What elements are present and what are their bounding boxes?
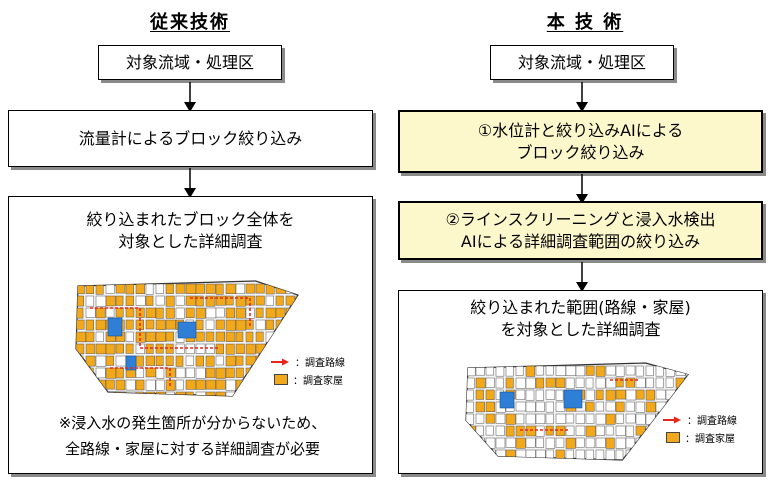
left-step1-text: 流量計によるブロック絞り込み [78, 128, 303, 148]
right-step2-line1: ②ラインスクリーニングと浸入水検出 [445, 209, 716, 229]
right-step1-line2: ブロック絞り込み [516, 142, 645, 162]
left-legend-route-label: ：調査路線 [295, 358, 345, 369]
left-detail-line2: 対象とした詳細調査 [118, 232, 263, 251]
left-legend-house: ：調査家屋 [274, 372, 343, 387]
down-arrow-icon [576, 262, 588, 292]
left-note-line2: 全路線・家屋に対する詳細調査が必要 [64, 440, 320, 458]
down-arrow-icon [184, 168, 196, 198]
left-detail-line1: 絞り込まれたブロック全体を [86, 210, 295, 229]
right-legend-house-label: ：調査家屋 [685, 434, 735, 445]
down-arrow-icon [184, 82, 196, 112]
right-legend-house: ：調査家屋 [666, 430, 735, 445]
right-step1-box: ①水位計と絞り込みAIによる ブロック絞り込み [398, 110, 763, 173]
red-arrow-icon [663, 416, 681, 423]
right-target-text: 対象流域・処理区 [517, 52, 646, 72]
map-thumbnail [465, 362, 690, 461]
right-target-box: 対象流域・処理区 [490, 45, 674, 80]
left-legend-route: ：調査路線 [270, 354, 345, 369]
red-arrow-icon [271, 358, 289, 365]
down-arrow-icon [576, 174, 588, 204]
right-legend-route: ：調査路線 [662, 412, 737, 427]
map-thumbnail [75, 280, 299, 397]
right-step1-line1: ①水位計と絞り込みAIによる [477, 120, 684, 140]
down-arrow-icon [576, 82, 588, 112]
left-target-text: 対象流域・処理区 [125, 52, 254, 72]
left-legend-house-label: ：調査家屋 [293, 376, 343, 387]
right-detail-line1: 絞り込まれた範囲(路線・家屋) [470, 298, 691, 317]
right-legend-route-label: ：調査路線 [687, 416, 737, 427]
left-target-box: 対象流域・処理区 [98, 45, 282, 80]
left-note: ※浸入水の発生箇所が分からないため、 全路線・家屋に対する詳細調査が必要 [20, 410, 365, 462]
orange-square-icon [666, 432, 680, 443]
left-step1-box: 流量計によるブロック絞り込み [8, 110, 373, 167]
right-detail-line2: を対象とした詳細調査 [500, 320, 661, 339]
right-step2-box: ②ラインスクリーニングと浸入水検出 AIによる詳細調査範囲の絞り込み [398, 201, 763, 260]
heading-conventional: 従来技術 [150, 12, 230, 33]
heading-proposed: 本 技 術 [546, 12, 624, 33]
left-note-line1: ※浸入水の発生箇所が分からないため、 [58, 414, 327, 432]
right-step2-line2: AIによる詳細調査範囲の絞り込み [460, 231, 701, 251]
orange-square-icon [274, 374, 288, 385]
